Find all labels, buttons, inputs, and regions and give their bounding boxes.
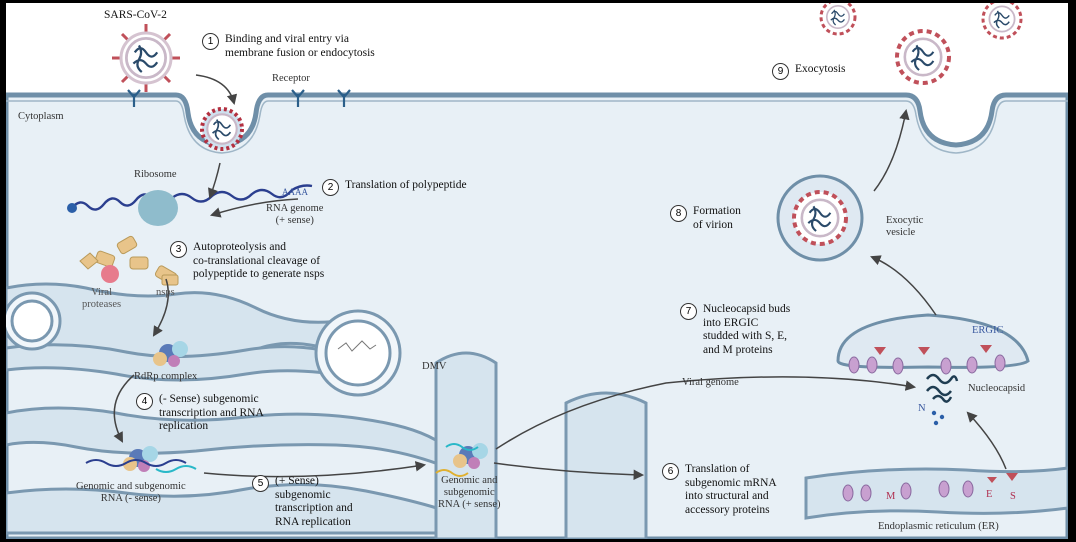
virus-label: SARS-CoV-2 bbox=[104, 9, 167, 21]
dmv-icon bbox=[6, 291, 402, 397]
step-text: Nucleocapsid buds into ERGIC studded wit… bbox=[703, 303, 791, 356]
rna-genome-label: RNA genome (+ sense) bbox=[266, 203, 324, 227]
step-text: (- Sense) subgenomic transcription and R… bbox=[159, 393, 264, 433]
er-label: Endoplasmic reticulum (ER) bbox=[878, 521, 999, 532]
nsps-label: nsps bbox=[156, 287, 175, 298]
step-text: Translation of subgenomic mRNA into stru… bbox=[685, 463, 777, 516]
step-5: 5 (+ Sense) subgenomic transcription and… bbox=[252, 475, 353, 529]
endocytic-vesicle-icon bbox=[200, 107, 244, 151]
step-2: 2 Translation of polypeptide bbox=[322, 179, 467, 196]
released-virion-icon bbox=[819, 3, 1023, 85]
rdrp-label: RdRp complex bbox=[134, 371, 198, 382]
step-6: 6 Translation of subgenomic mRNA into st… bbox=[662, 463, 777, 517]
spike-icon bbox=[1006, 473, 1018, 481]
step-text: (+ Sense) subgenomic transcription and R… bbox=[275, 475, 353, 528]
cap-icon bbox=[67, 203, 77, 213]
ribosome-label: Ribosome bbox=[134, 169, 177, 180]
nsps-icon bbox=[161, 274, 179, 286]
m-protein-label: M bbox=[886, 491, 896, 502]
step-4: 4 (- Sense) subgenomic transcription and… bbox=[136, 393, 264, 434]
genomic-neg-label: Genomic and subgenomic RNA (- sense) bbox=[76, 481, 186, 505]
step-text: Binding and viral entry via membrane fus… bbox=[225, 33, 375, 59]
n-protein-label: N bbox=[918, 403, 926, 414]
genomic-pos-label: Genomic and subgenomic RNA (+ sense) bbox=[438, 475, 501, 511]
nucleocapsid-icon bbox=[926, 373, 959, 403]
s-protein-label: S bbox=[1010, 491, 1016, 502]
step-1: 1 Binding and viral entry via membrane f… bbox=[202, 33, 375, 60]
viral-genome-label: Viral genome bbox=[682, 377, 739, 388]
step-3: 3 Autoproteolysis and co-translational c… bbox=[170, 241, 324, 282]
step-9: 9 Exocytosis bbox=[772, 63, 845, 80]
step-text: Autoproteolysis and co-translational cle… bbox=[193, 241, 325, 281]
cytoplasm-label: Cytoplasm bbox=[18, 111, 64, 122]
receptor-icon bbox=[127, 89, 351, 107]
step-8: 8 Formation of virion bbox=[670, 205, 741, 232]
step-number: 8 bbox=[670, 205, 687, 222]
dmv-label: DMV bbox=[422, 361, 447, 372]
step-number: 3 bbox=[170, 241, 187, 258]
e-protein-label: E bbox=[986, 489, 993, 500]
receptor-label: Receptor bbox=[272, 73, 310, 84]
ergic-membrane bbox=[836, 313, 1030, 375]
step-text: Formation of virion bbox=[693, 205, 741, 231]
step-number: 4 bbox=[136, 393, 153, 410]
step-text: Exocytosis bbox=[795, 63, 846, 75]
ergic-label: ERGIC bbox=[972, 325, 1004, 336]
polya-label: AAAA bbox=[282, 187, 308, 197]
step-number: 1 bbox=[202, 33, 219, 50]
protease-icon bbox=[101, 265, 119, 283]
step-number: 9 bbox=[772, 63, 789, 80]
step-number: 7 bbox=[680, 303, 697, 320]
step-text: Translation of polypeptide bbox=[345, 179, 467, 191]
nucleocapsid-label: Nucleocapsid bbox=[968, 383, 1026, 394]
exocytic-vesicle-icon bbox=[776, 174, 864, 262]
step-number: 6 bbox=[662, 463, 679, 480]
rna-squiggle-icon bbox=[337, 340, 377, 352]
diagram-canvas bbox=[6, 3, 1068, 539]
diagram-frame: SARS-CoV-2 Receptor Cytoplasm Ribosome A… bbox=[6, 3, 1068, 539]
ribosome-icon bbox=[138, 190, 178, 226]
step-number: 5 bbox=[252, 475, 269, 492]
step-number: 2 bbox=[322, 179, 339, 196]
er-proteins bbox=[842, 480, 974, 502]
rna-genome-strand bbox=[71, 184, 313, 211]
step-7: 7 Nucleocapsid buds into ERGIC studded w… bbox=[680, 303, 790, 357]
viral-proteases-label: Viral proteases bbox=[82, 287, 122, 311]
exocytic-vesicle-label: Exocytic vesicle bbox=[886, 215, 924, 239]
virus-icon bbox=[112, 24, 180, 92]
